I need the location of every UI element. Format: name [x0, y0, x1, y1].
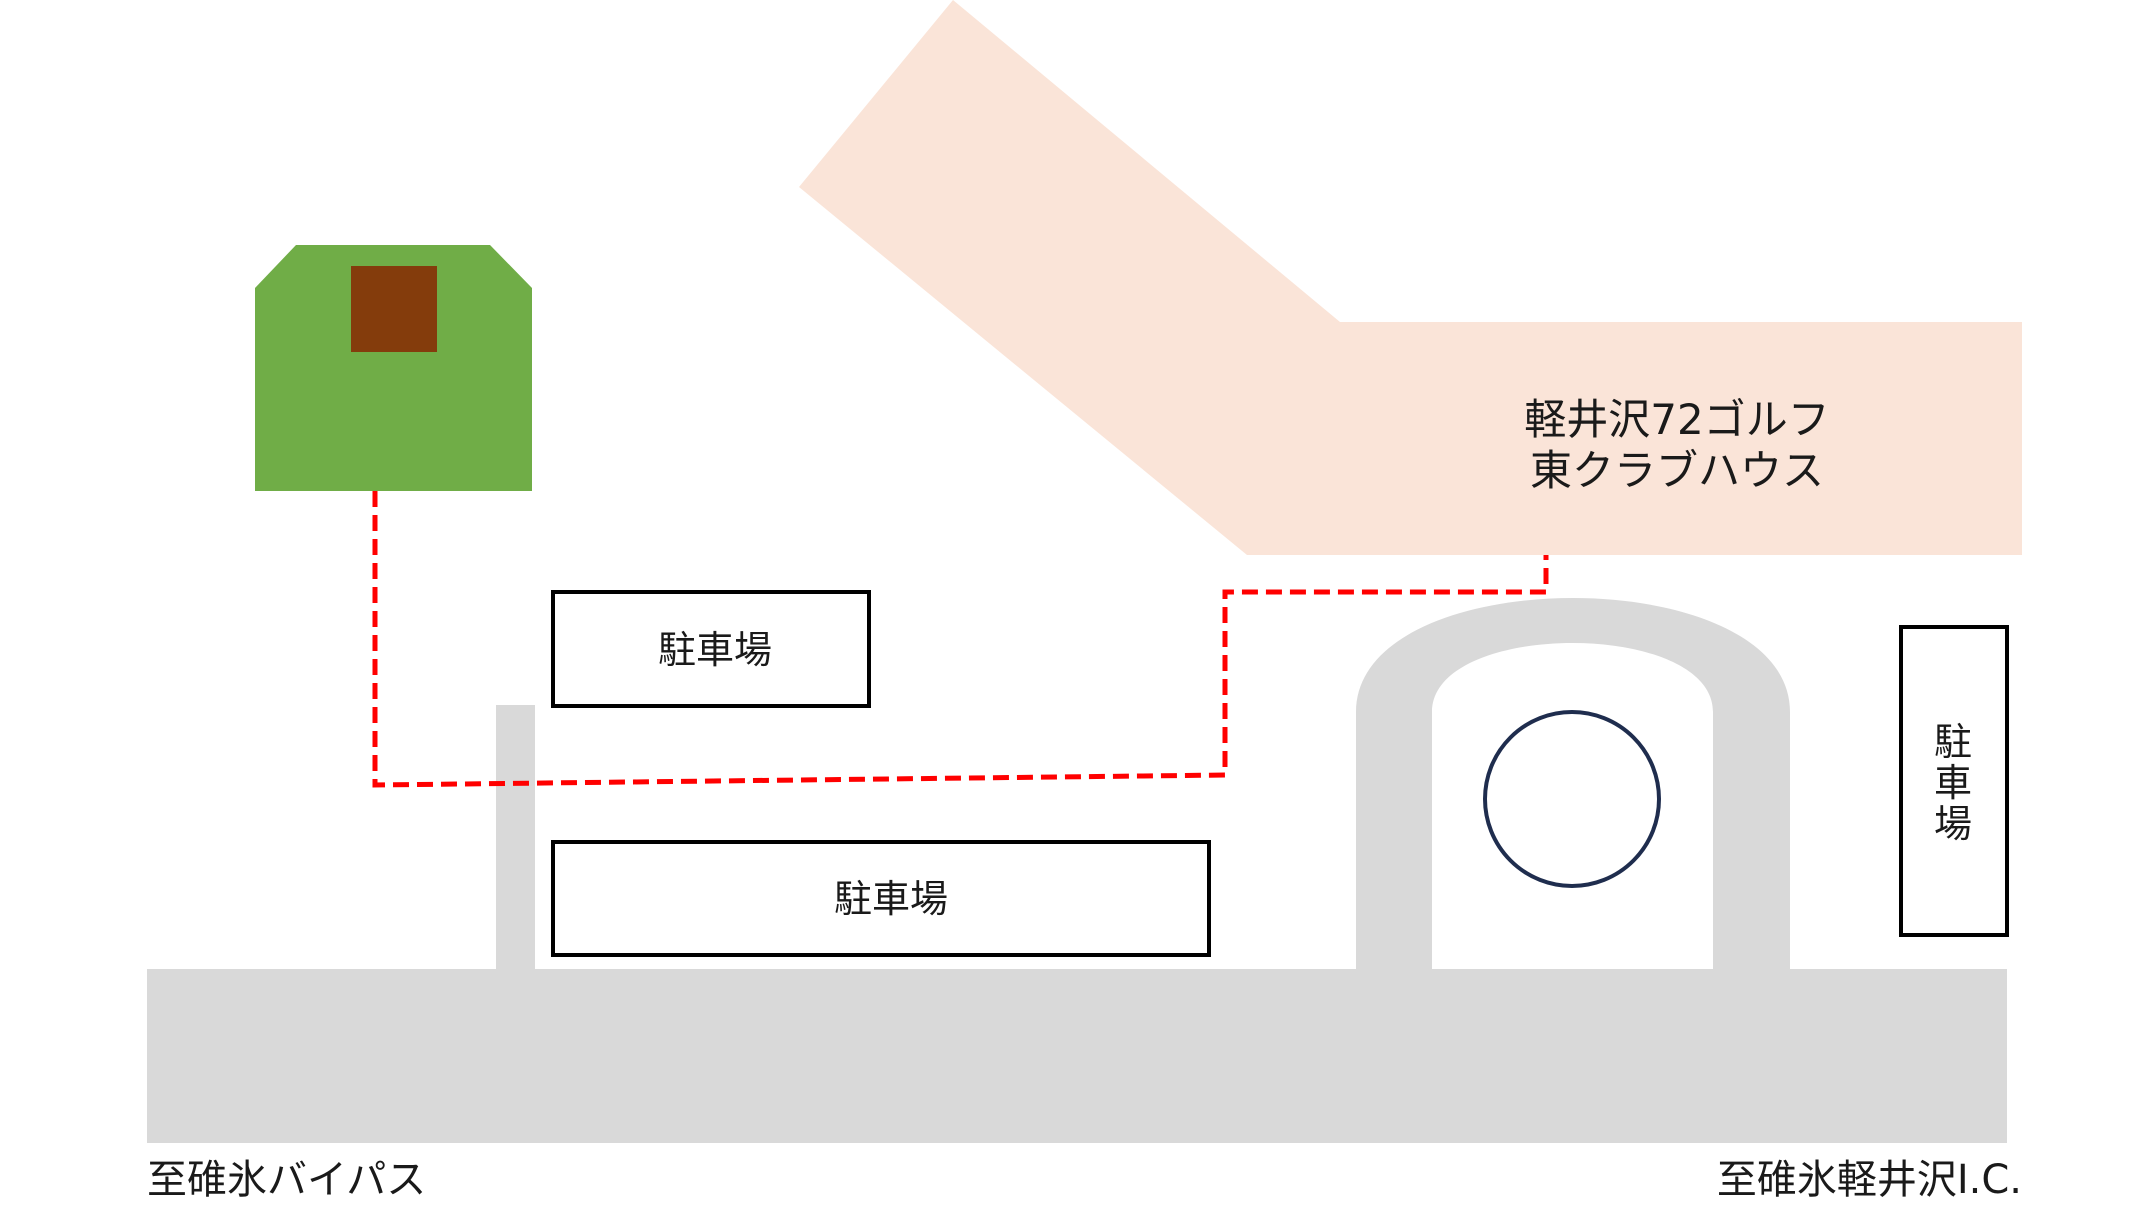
parking-lower-box [551, 840, 1211, 957]
roundabout-road [1356, 598, 1790, 971]
direction-label-right: 至碓氷軽井沢I.C. [1717, 1157, 2022, 1203]
building-icon [255, 245, 532, 491]
clubhouse-area [799, 0, 2022, 555]
direction-label-left: 至碓氷バイパス [147, 1157, 426, 1203]
clubhouse-label-line1: 軽井沢72ゴルフ [1524, 395, 1829, 444]
parking-upper-label: 駐車場 [658, 628, 772, 672]
roundabout-circle-icon [1483, 710, 1661, 888]
destination-green-building [255, 245, 532, 491]
parking-right-label-char2: 車 [1934, 761, 1972, 805]
main-road [147, 969, 2007, 1143]
parking-lower-label: 駐車場 [834, 877, 948, 921]
side-road [496, 705, 535, 971]
parking-right-label-char1: 駐 [1934, 720, 1972, 764]
parking-upper-box [551, 590, 871, 708]
route-dashed-line [372, 491, 1549, 788]
parking-right-box [1899, 625, 2009, 937]
clubhouse-label-line2: 東クラブハウス [1530, 446, 1824, 495]
parking-right-label-char3: 場 [1934, 802, 1972, 846]
destination-brown-marker [351, 266, 437, 352]
